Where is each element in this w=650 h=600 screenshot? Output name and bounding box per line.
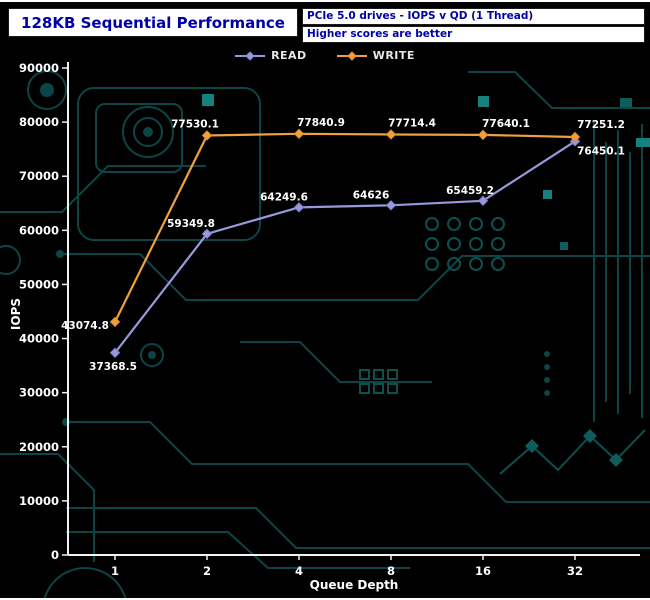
- series-line-read: [114, 140, 576, 354]
- series-line-write: [114, 132, 576, 323]
- data-label-read-32: 76450.1: [577, 145, 625, 157]
- x-axis-label: Queue Depth: [310, 578, 399, 592]
- data-label-read-16: 65459.2: [446, 185, 494, 197]
- marker-read-4: [293, 202, 305, 213]
- series-write: 43074.8 77530.1 77840.9 77714.4 77640.1 77251…: [61, 117, 625, 332]
- svg-text:60000: 60000: [19, 223, 59, 237]
- svg-text:20000: 20000: [19, 440, 59, 454]
- chart-title-box: 128KB Sequential Performance: [8, 8, 298, 37]
- axis-titles: IOPS Queue Depth: [9, 298, 398, 592]
- marker-write-2: [201, 130, 213, 141]
- chart-subtitle-line2: Higher scores are better: [302, 26, 645, 43]
- svg-text:50000: 50000: [19, 277, 59, 291]
- marker-write-32: [569, 131, 581, 143]
- series-read: 37368.5 59349.8 64249.6 64626 65459.2 76450.1: [89, 136, 625, 373]
- legend-item-read: READ: [235, 49, 307, 62]
- legend-label-read: READ: [271, 49, 307, 62]
- data-label-read-4: 64249.6: [260, 191, 308, 203]
- data-label-write-2: 77530.1: [171, 118, 219, 130]
- axes: [67, 62, 640, 556]
- marker-read-8: [385, 200, 397, 211]
- chart-subtitle-line1: PCIe 5.0 drives - IOPS v QD (1 Thread): [302, 8, 645, 25]
- chart-subtitle-boxes: PCIe 5.0 drives - IOPS v QD (1 Thread) H…: [302, 8, 645, 43]
- data-label-read-1: 37368.5: [89, 361, 137, 373]
- chart-legend: READ WRITE: [0, 49, 650, 62]
- svg-text:16: 16: [475, 564, 491, 578]
- svg-text:4: 4: [295, 564, 303, 578]
- svg-text:30000: 30000: [19, 386, 59, 400]
- marker-read-16: [477, 195, 489, 207]
- marker-write-1: [109, 316, 121, 328]
- svg-text:8: 8: [387, 564, 395, 578]
- marker-read-1: [109, 347, 121, 359]
- marker-write-8: [385, 129, 397, 140]
- tick-labels: 0 10000 20000 30000 40000 50000 60000 70000 8000…: [19, 61, 583, 578]
- data-label-write-8: 77714.4: [388, 117, 436, 129]
- data-label-read-2: 59349.8: [167, 218, 215, 230]
- svg-text:32: 32: [567, 564, 583, 578]
- chart-title: 128KB Sequential Performance: [21, 13, 285, 32]
- axis-ticks: [62, 67, 576, 560]
- marker-read-2: [201, 228, 213, 240]
- marker-write-16: [477, 129, 489, 141]
- svg-text:70000: 70000: [19, 169, 59, 183]
- legend-marker-write: [336, 50, 367, 61]
- svg-text:0: 0: [51, 548, 59, 562]
- svg-text:90000: 90000: [19, 61, 59, 75]
- y-axis-label: IOPS: [9, 298, 23, 330]
- data-label-write-4: 77840.9: [297, 117, 345, 129]
- data-label-write-32: 77251.2: [577, 119, 625, 131]
- data-label-read-8: 64626: [353, 189, 390, 201]
- legend-item-write: WRITE: [336, 49, 415, 62]
- svg-text:2: 2: [203, 564, 211, 578]
- svg-text:80000: 80000: [19, 115, 59, 129]
- svg-text:1: 1: [111, 564, 119, 578]
- marker-write-4: [293, 128, 305, 140]
- legend-marker-read: [235, 50, 266, 61]
- svg-text:10000: 10000: [19, 494, 59, 508]
- svg-text:40000: 40000: [19, 332, 59, 346]
- legend-label-write: WRITE: [372, 49, 415, 62]
- data-label-write-1: 43074.8: [61, 320, 109, 332]
- data-label-write-16: 77640.1: [482, 118, 530, 130]
